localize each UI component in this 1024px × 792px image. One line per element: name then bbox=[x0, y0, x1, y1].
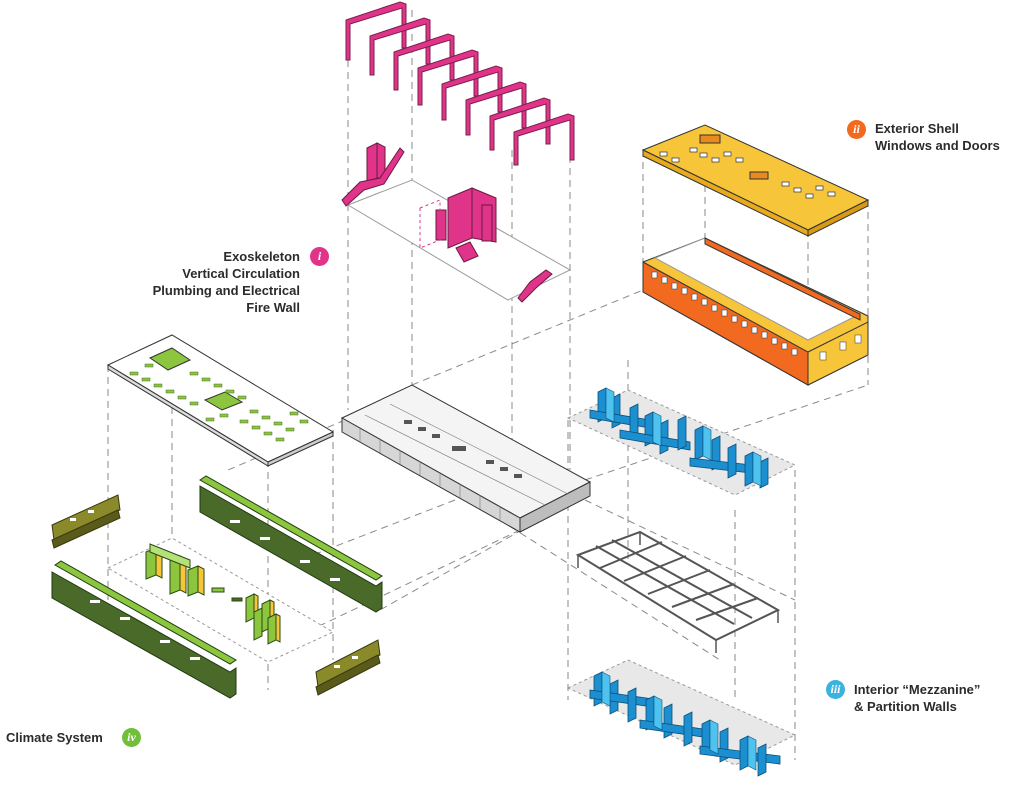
exterior-label-line-2: Windows and Doors bbox=[875, 138, 1000, 153]
climate-air-handlers bbox=[145, 543, 281, 645]
mezzanine-frame bbox=[575, 530, 781, 653]
exoskeleton-badge-icon: i bbox=[310, 247, 329, 266]
exoskeleton-label-line-2: Vertical Circulation bbox=[182, 266, 300, 281]
interior-badge-icon: iii bbox=[826, 680, 845, 699]
fire-wall-outline bbox=[419, 199, 441, 249]
exterior-label: Exterior Shell Windows and Doors bbox=[875, 120, 1000, 154]
interior-label-line-2: & Partition Walls bbox=[854, 699, 957, 714]
interior-label-line-1: Interior “Mezzanine” bbox=[854, 682, 981, 697]
vertical-circulation-stairs bbox=[341, 142, 553, 303]
exoskeleton-label-line-1: Exoskeleton bbox=[223, 249, 300, 264]
interior-partitions-upper bbox=[566, 387, 797, 496]
interior-partitions-lower bbox=[566, 659, 797, 777]
climate-olive-panels bbox=[51, 494, 381, 696]
exoskeleton-label: Exoskeleton Vertical Circulation Plumbin… bbox=[153, 248, 300, 316]
plumbing-core bbox=[435, 187, 497, 263]
exterior-roof bbox=[641, 124, 870, 237]
exoskeleton-arches bbox=[345, 1, 575, 166]
interior-label: Interior “Mezzanine” & Partition Walls bbox=[854, 681, 980, 715]
core-building bbox=[340, 384, 592, 533]
exterior-label-line-1: Exterior Shell bbox=[875, 121, 959, 136]
climate-label-line-1: Climate System bbox=[6, 730, 103, 745]
climate-badge-icon: iv bbox=[122, 728, 141, 747]
climate-label: Climate System bbox=[6, 729, 103, 746]
climate-ducts bbox=[51, 475, 383, 699]
exterior-badge-icon: ii bbox=[847, 120, 866, 139]
exoskeleton-label-line-4: Fire Wall bbox=[246, 300, 300, 315]
climate-roof bbox=[106, 334, 335, 467]
exterior-walls bbox=[642, 237, 869, 386]
exoskeleton-label-line-3: Plumbing and Electrical bbox=[152, 283, 300, 298]
